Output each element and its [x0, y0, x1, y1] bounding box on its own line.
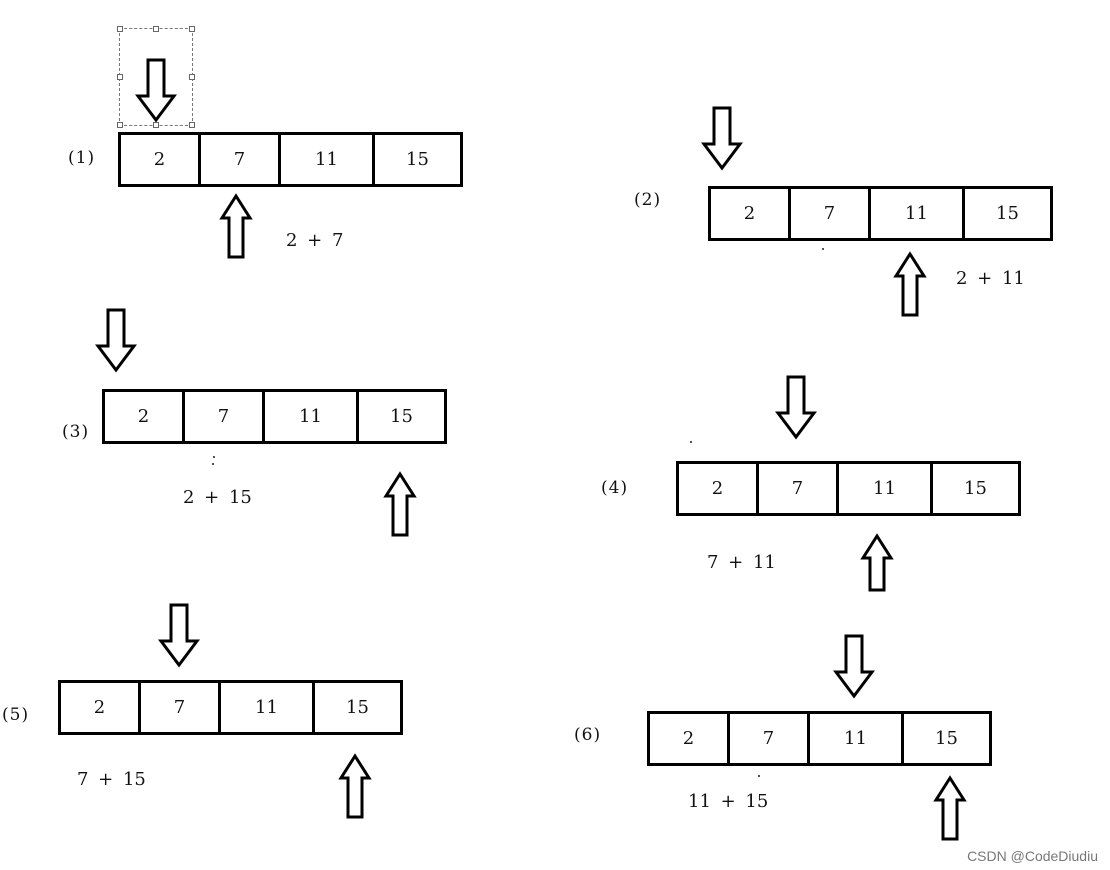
- array-row: 2 7 11 15: [102, 389, 447, 444]
- array-cell: 15: [901, 711, 992, 766]
- stray-mark: [822, 248, 824, 250]
- array-row: 2 7 11 15: [118, 132, 463, 187]
- array-cell: 11: [868, 186, 965, 241]
- sum-text: 7 + 15: [77, 769, 146, 790]
- array-cell: 7: [198, 132, 281, 187]
- array-cell: 15: [372, 132, 463, 187]
- array-cell: 15: [356, 389, 447, 444]
- array-cell: 11: [218, 680, 315, 735]
- array-cell: 7: [138, 680, 221, 735]
- array-cell: 2: [58, 680, 141, 735]
- watermark: CSDN @CodeDiudiu: [967, 848, 1098, 864]
- sum-text: 7 + 11: [707, 552, 776, 573]
- array-cell: 7: [182, 389, 265, 444]
- array-cell: 2: [102, 389, 185, 444]
- array-cell: 11: [807, 711, 904, 766]
- step-label: (4): [601, 478, 629, 498]
- array-cell: 15: [930, 461, 1021, 516]
- step-label: (6): [574, 725, 602, 745]
- array-cell: 7: [727, 711, 810, 766]
- step-label: (3): [62, 422, 90, 442]
- array-cell: 11: [836, 461, 933, 516]
- array-cell: 7: [756, 461, 839, 516]
- right-pointer-up-arrow-icon: [338, 753, 372, 819]
- sum-text: 2 + 15: [183, 487, 252, 508]
- array-cell: 2: [647, 711, 730, 766]
- array-cell: 11: [262, 389, 359, 444]
- step-label: (5): [2, 705, 30, 725]
- left-pointer-down-arrow-icon: [135, 58, 177, 123]
- right-pointer-up-arrow-icon: [933, 775, 967, 841]
- left-pointer-down-arrow-icon: [701, 106, 743, 171]
- sum-text: 11 + 15: [688, 791, 769, 812]
- stray-mark: [212, 463, 214, 465]
- left-pointer-down-arrow-icon: [775, 375, 817, 440]
- stray-mark: [213, 456, 215, 458]
- left-pointer-down-arrow-icon: [833, 634, 875, 699]
- sum-text: 2 + 11: [956, 268, 1025, 289]
- array-cell: 2: [708, 186, 791, 241]
- array-row: 2 7 11 15: [58, 680, 403, 735]
- array-cell: 7: [788, 186, 871, 241]
- array-cell: 2: [676, 461, 759, 516]
- left-pointer-down-arrow-icon: [158, 603, 200, 668]
- sum-text: 2 + 7: [286, 230, 344, 251]
- right-pointer-up-arrow-icon: [219, 193, 253, 259]
- array-cell: 2: [118, 132, 201, 187]
- stray-mark: [758, 775, 760, 777]
- right-pointer-up-arrow-icon: [893, 251, 927, 317]
- step-label: (2): [634, 190, 662, 210]
- stray-mark: [690, 441, 692, 443]
- array-row: 2 7 11 15: [708, 186, 1053, 241]
- array-row: 2 7 11 15: [676, 461, 1021, 516]
- array-cell: 15: [312, 680, 403, 735]
- step-label: (1): [68, 148, 96, 168]
- left-pointer-down-arrow-icon: [95, 308, 137, 373]
- right-pointer-up-arrow-icon: [383, 471, 417, 537]
- array-cell: 11: [278, 132, 375, 187]
- array-cell: 15: [962, 186, 1053, 241]
- right-pointer-up-arrow-icon: [860, 533, 894, 592]
- array-row: 2 7 11 15: [647, 711, 992, 766]
